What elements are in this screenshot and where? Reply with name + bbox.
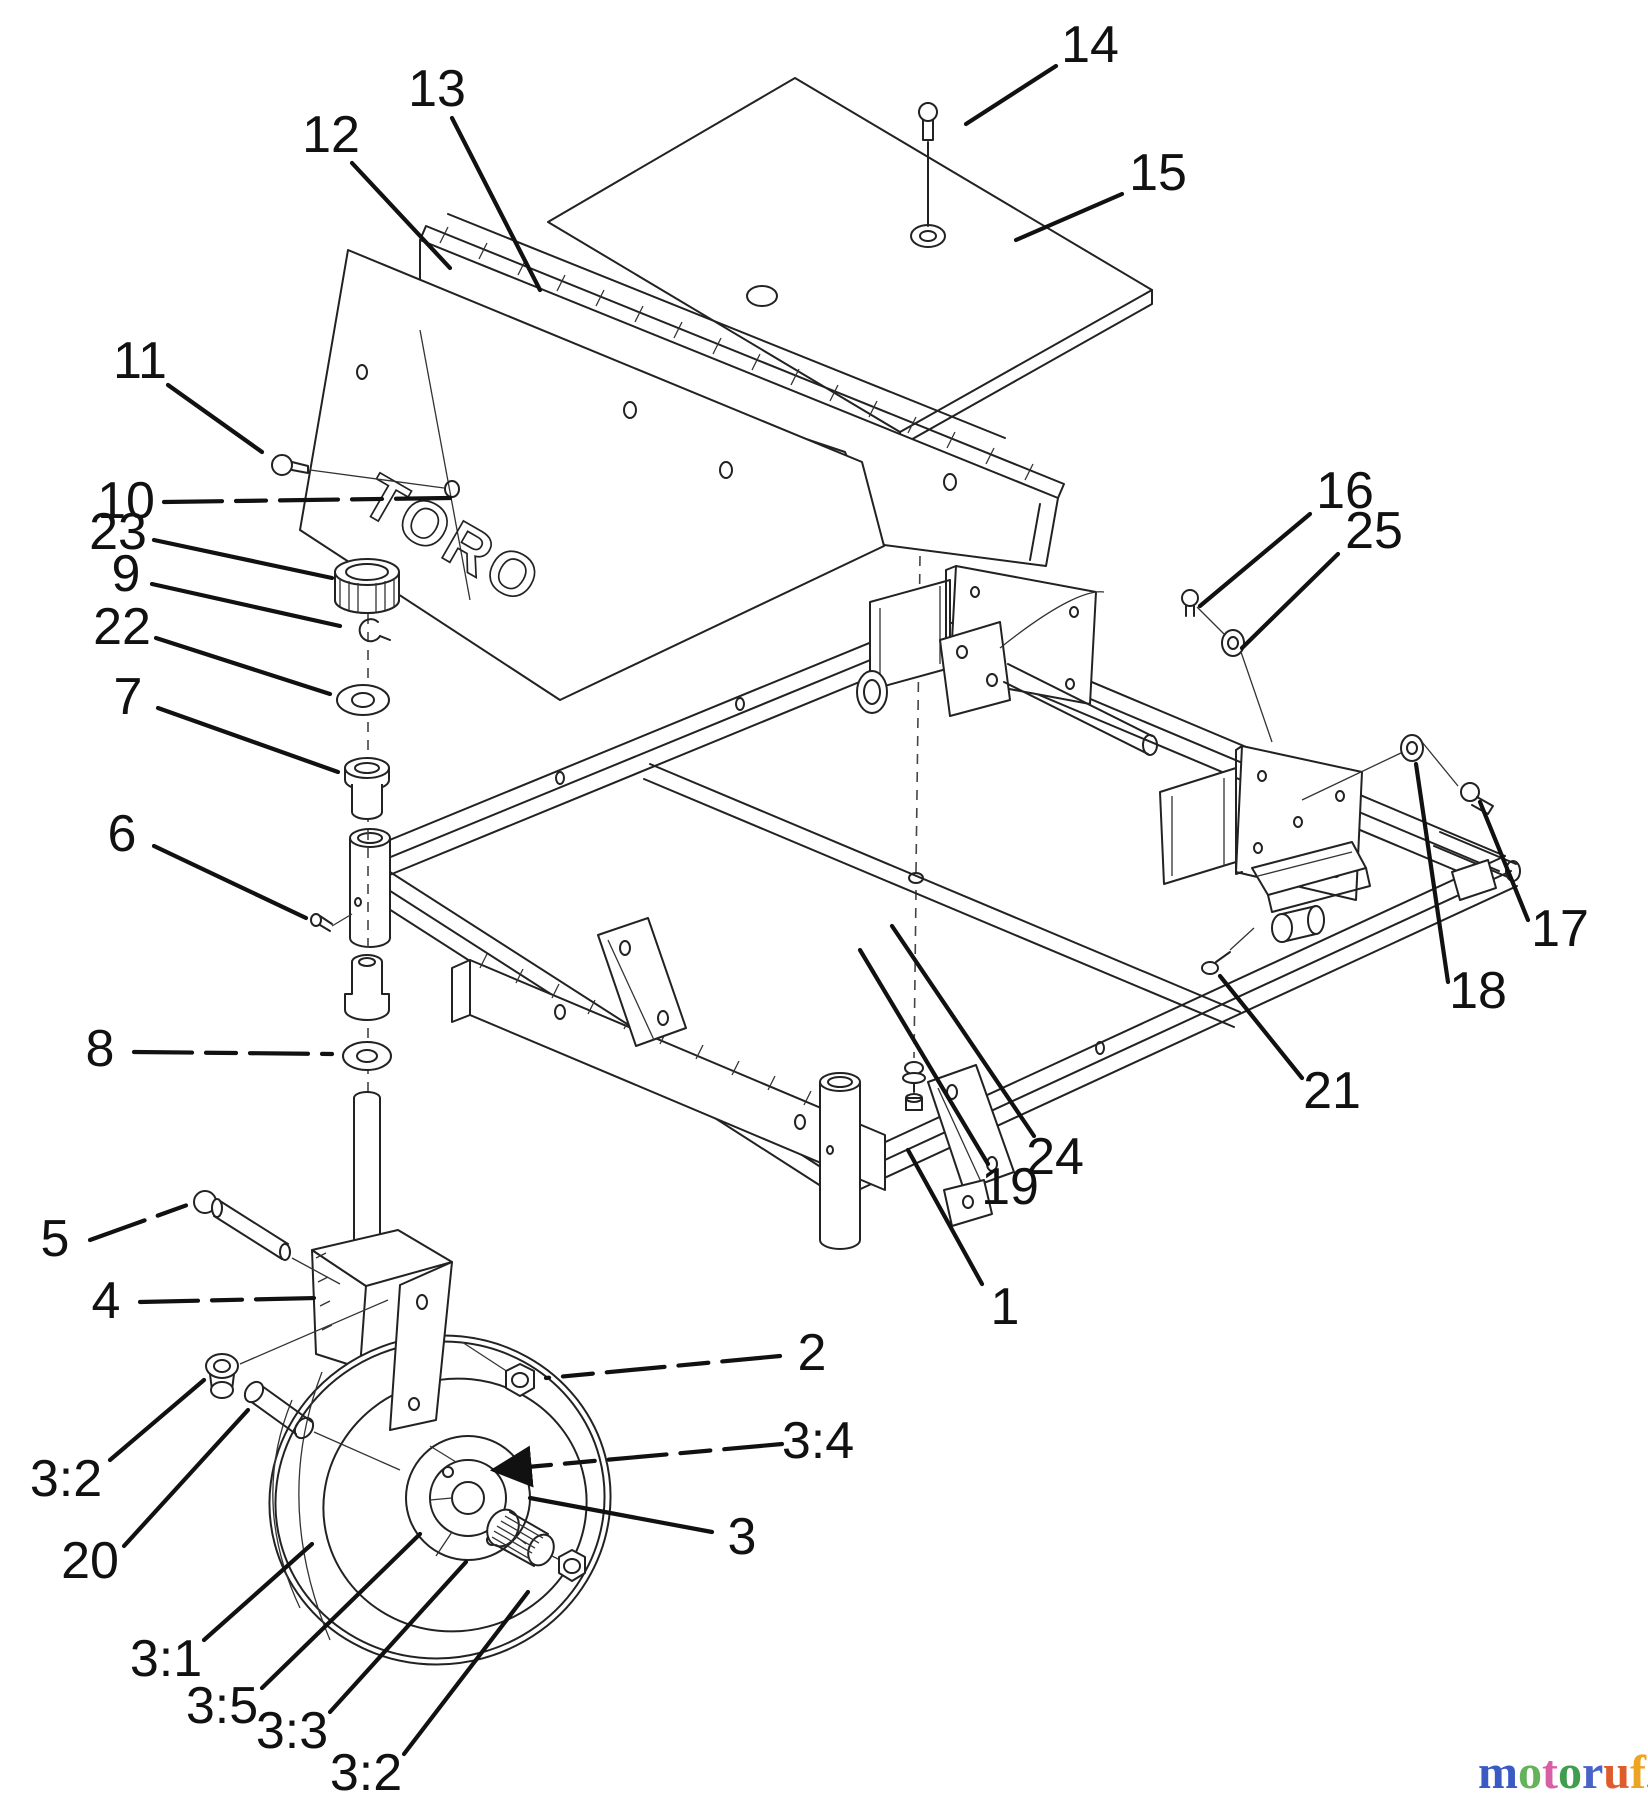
callout-18-leader xyxy=(1413,761,1451,985)
callout-10-leader xyxy=(161,495,453,505)
panel-bolt xyxy=(271,454,445,489)
caster-stack xyxy=(310,558,400,1096)
callout-5: 5 xyxy=(41,1210,70,1268)
callout-3-3-leader xyxy=(327,1559,469,1715)
frame xyxy=(349,615,1521,1250)
callout-3-1: 3:1 xyxy=(130,1630,202,1688)
callout-3-leader xyxy=(527,1495,715,1535)
callout-3-1-leader xyxy=(201,1541,315,1643)
callouts: 12131415111023922768543:2203:13:53:33:22… xyxy=(30,16,1589,1800)
callout-8-leader xyxy=(131,1049,335,1057)
callout-12-leader xyxy=(349,160,453,271)
callout-11: 11 xyxy=(113,332,167,390)
callout-15-leader xyxy=(1013,191,1125,243)
callout-6: 6 xyxy=(108,805,137,863)
callout-3-3: 3:3 xyxy=(256,1702,328,1760)
callout-19-leader xyxy=(857,947,991,1167)
toro-panel: TORO xyxy=(299,249,885,701)
callout-14-leader xyxy=(963,63,1059,127)
callout-18: 18 xyxy=(1449,962,1507,1020)
callout-22: 22 xyxy=(93,598,151,656)
callout-3-2-bottom-leader xyxy=(401,1589,531,1757)
callout-25-leader xyxy=(1239,551,1341,651)
callout-8: 8 xyxy=(86,1020,115,1078)
callout-17: 17 xyxy=(1531,900,1589,958)
callout-12: 12 xyxy=(302,106,360,164)
left-mount-plate xyxy=(856,565,1158,756)
plate-screw xyxy=(918,102,938,227)
callout-21-leader xyxy=(1217,973,1305,1081)
callout-3-2-left: 3:2 xyxy=(30,1450,102,1508)
frame-screw-washer xyxy=(902,1061,926,1111)
callout-5-leader xyxy=(87,1201,193,1243)
callout-15: 15 xyxy=(1129,144,1187,202)
callout-13: 13 xyxy=(408,60,466,118)
caster-fork xyxy=(239,1091,509,1471)
callout-10: 10 xyxy=(97,472,155,530)
callout-6-leader xyxy=(151,843,309,921)
callout-3-5: 3:5 xyxy=(186,1677,258,1735)
callout-24-leader xyxy=(889,923,1037,1139)
callout-25: 25 xyxy=(1345,502,1403,560)
callout-2: 2 xyxy=(798,1324,827,1382)
callout-3-4-leader xyxy=(489,1441,785,1488)
callout-3-4: 3:4 xyxy=(782,1412,854,1470)
callout-7: 7 xyxy=(114,668,143,726)
callout-3-2-bottom: 3:2 xyxy=(330,1744,402,1800)
callout-11-leader xyxy=(165,382,265,455)
callout-1: 1 xyxy=(991,1278,1020,1336)
right-mount-plate xyxy=(1159,589,1494,975)
axle-parts xyxy=(193,1190,586,1582)
callout-20: 20 xyxy=(61,1532,119,1590)
callout-3-5-leader xyxy=(259,1531,423,1691)
callout-21: 21 xyxy=(1303,1062,1361,1120)
callout-7-leader xyxy=(155,705,341,775)
callout-4: 4 xyxy=(92,1272,121,1330)
callout-17-leader xyxy=(1477,799,1531,923)
watermark-logo: motoruf.de xyxy=(1478,1746,1648,1799)
callout-16: 16 xyxy=(1316,462,1374,520)
callout-23-leader xyxy=(151,537,335,581)
callout-19: 19 xyxy=(981,1158,1039,1216)
callout-9: 9 xyxy=(112,545,141,603)
callout-23: 23 xyxy=(89,503,147,561)
callout-16-leader xyxy=(1197,511,1313,609)
callout-22-leader xyxy=(153,635,333,697)
callout-20-leader xyxy=(121,1407,251,1549)
callout-4-leader xyxy=(137,1295,319,1305)
callout-24: 24 xyxy=(1026,1128,1084,1186)
callout-14: 14 xyxy=(1061,16,1119,74)
callout-1-leader xyxy=(905,1147,985,1287)
callout-13-leader xyxy=(449,115,543,293)
callout-3: 3 xyxy=(728,1508,757,1566)
callout-9-leader xyxy=(149,581,343,629)
callout-3-2-left-leader xyxy=(107,1377,207,1463)
callout-2-leader xyxy=(543,1353,783,1381)
